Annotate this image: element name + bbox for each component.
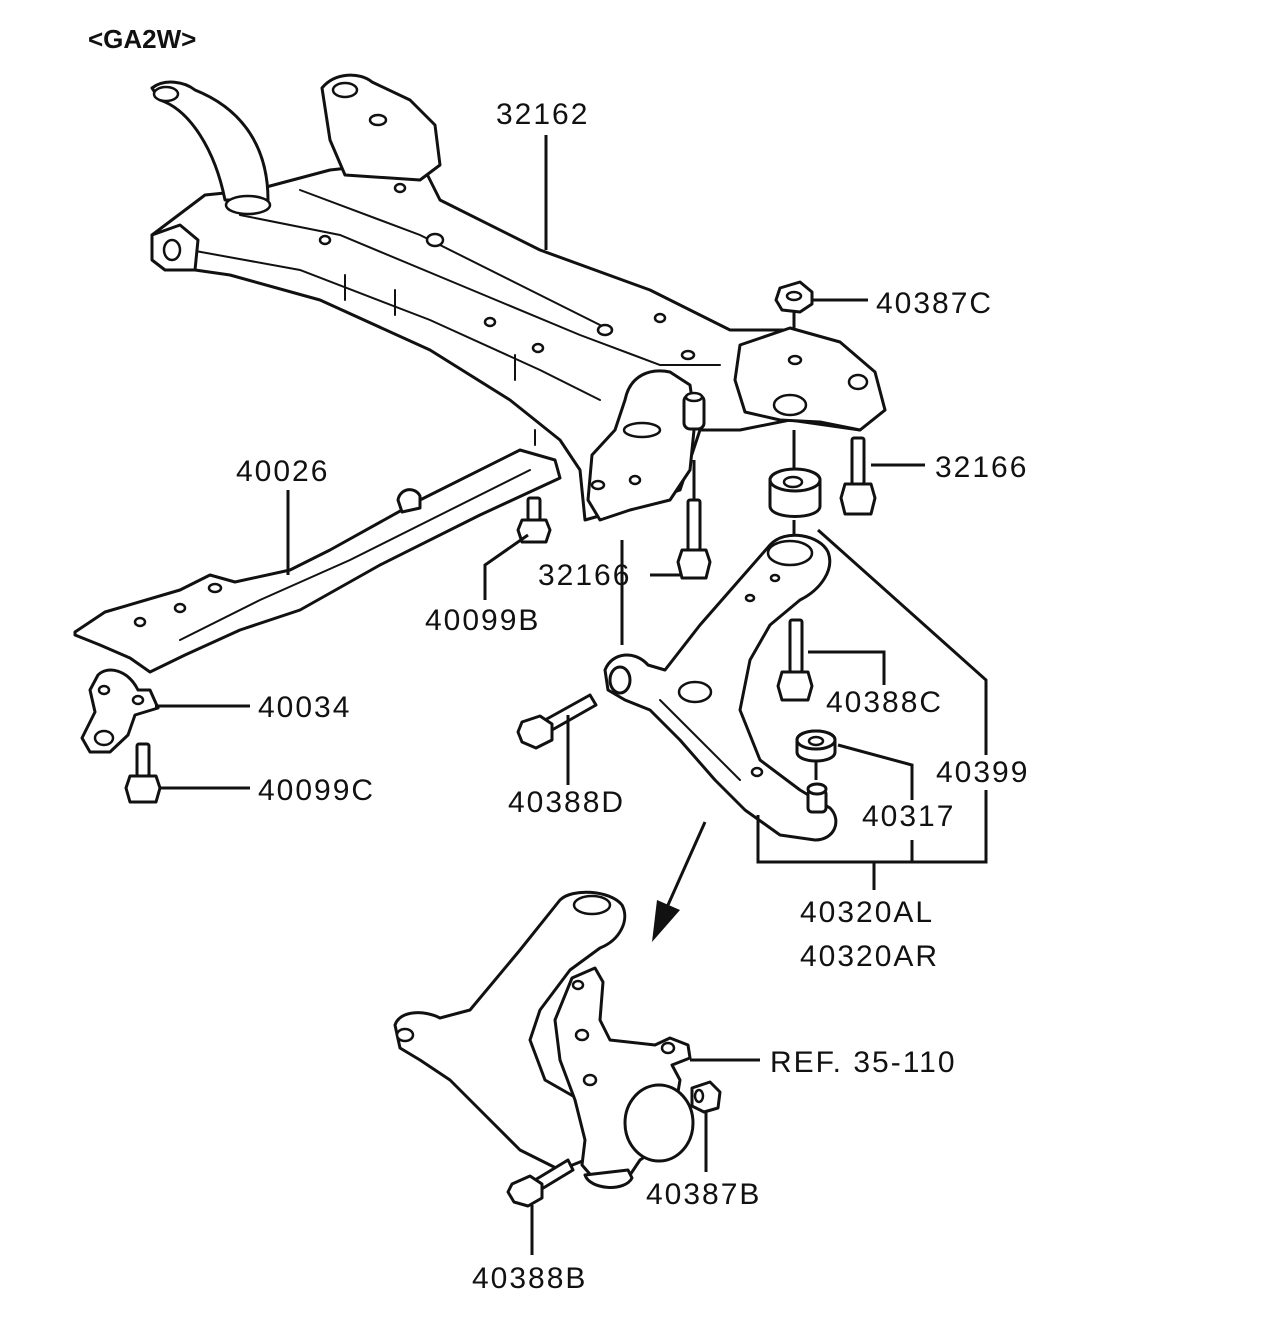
label-40387C: 40387C [876,287,993,320]
label-40099B: 40099B [425,604,540,637]
bushing-40399 [768,467,822,518]
label-40317: 40317 [862,800,955,833]
lower-arm-40320 [603,533,838,842]
steering-knuckle [393,890,695,1189]
crossmember-32162 [150,73,887,522]
label-40034: 40034 [258,691,351,724]
label-40388D: 40388D [508,786,625,819]
direction-arrow [652,821,707,942]
bracket-40034 [80,668,160,754]
label-40320AL: 40320AL [800,896,934,929]
bolt-40388D [516,693,598,750]
label-40099C: 40099C [258,774,375,807]
bolt-32166-center [676,498,712,580]
bolt-40388B [506,1158,575,1208]
label-40387B: 40387B [646,1178,761,1211]
label-40388B: 40388B [472,1262,587,1295]
bolt-40099B [516,496,552,544]
model-code-label: <GA2W> [88,24,196,54]
label-40399: 40399 [936,756,1029,789]
label-40026: 40026 [236,455,329,488]
nut-40387B [690,1080,722,1114]
bolt-32166-right [839,436,877,516]
label-40320AR: 40320AR [800,940,939,973]
nut-40387C [774,280,814,314]
callout-labels: 32162 40387C 32166 40026 40099B 32166 40… [236,98,1029,1295]
label-32162: 32162 [496,98,589,131]
label-40388C: 40388C [826,686,943,719]
label-ref-35-110: REF. 35-110 [770,1046,957,1079]
bar-40026 [73,448,562,674]
label-32166-right: 32166 [935,451,1028,484]
label-32166-center: 32166 [538,559,631,592]
bolt-40099C [124,742,162,804]
leader-lines [155,135,988,1255]
boot-40317 [795,729,837,763]
bolt-40388C [776,618,814,702]
